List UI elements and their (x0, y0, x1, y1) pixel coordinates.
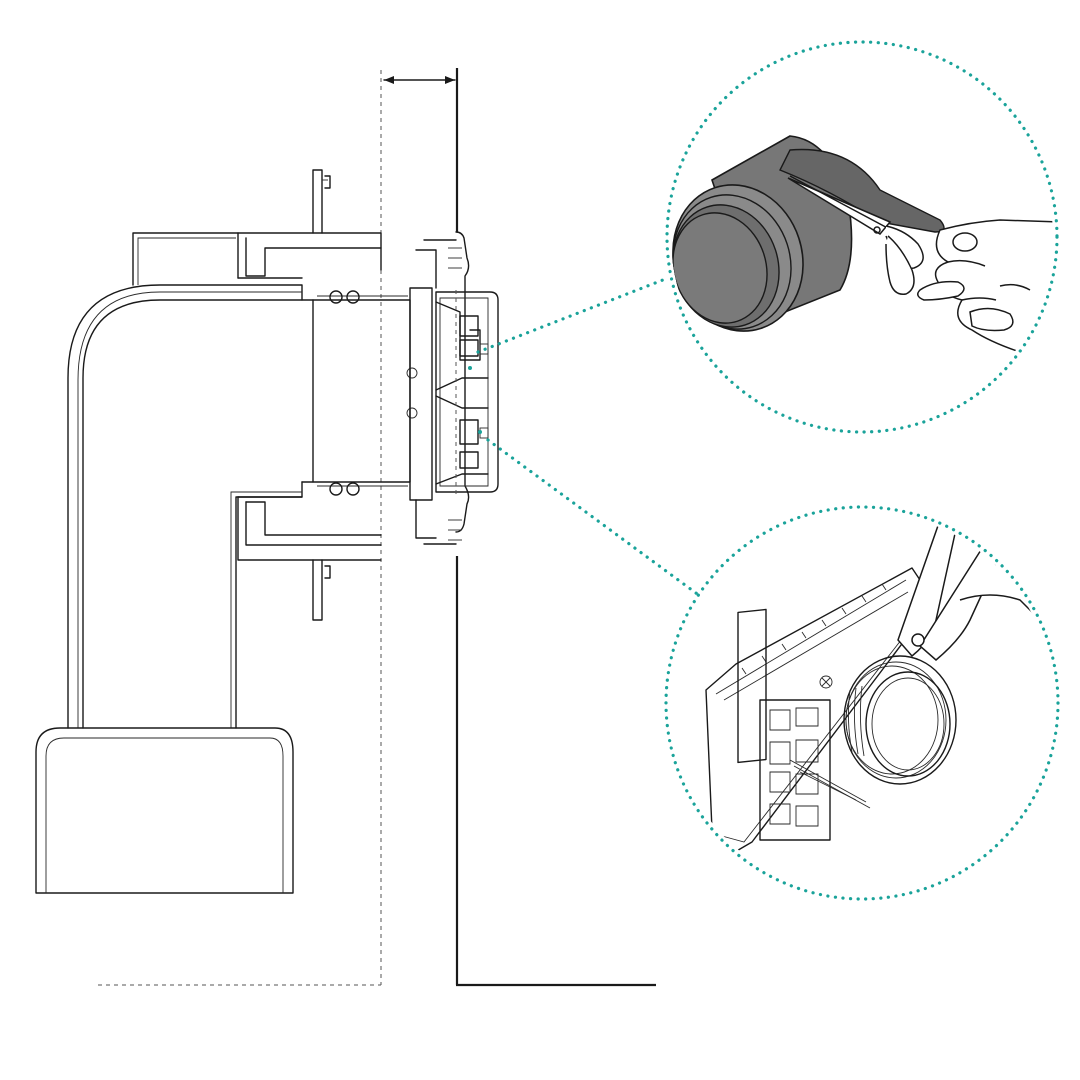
pipe-ring (843, 655, 957, 785)
outlet-box-section (409, 231, 499, 545)
callout-leader-lower (486, 438, 702, 598)
scissors-icon (787, 175, 924, 295)
elbow-bottom-boot (35, 727, 294, 894)
depth-dimension-arrow (383, 76, 456, 84)
hand-icon (917, 219, 1053, 353)
pliers-icon (897, 515, 1054, 661)
callout-lines (476, 40, 1060, 901)
detail-cut-tape (672, 135, 1053, 353)
detail-outlet-box (705, 515, 1054, 857)
callout-circle-lower (664, 505, 1060, 901)
callout-circle-upper (665, 40, 1059, 434)
elbow-outline (67, 284, 303, 729)
callout-leader-upper (476, 276, 670, 354)
wall-lines (98, 68, 656, 987)
elbow-fitting-drawing (35, 169, 418, 894)
